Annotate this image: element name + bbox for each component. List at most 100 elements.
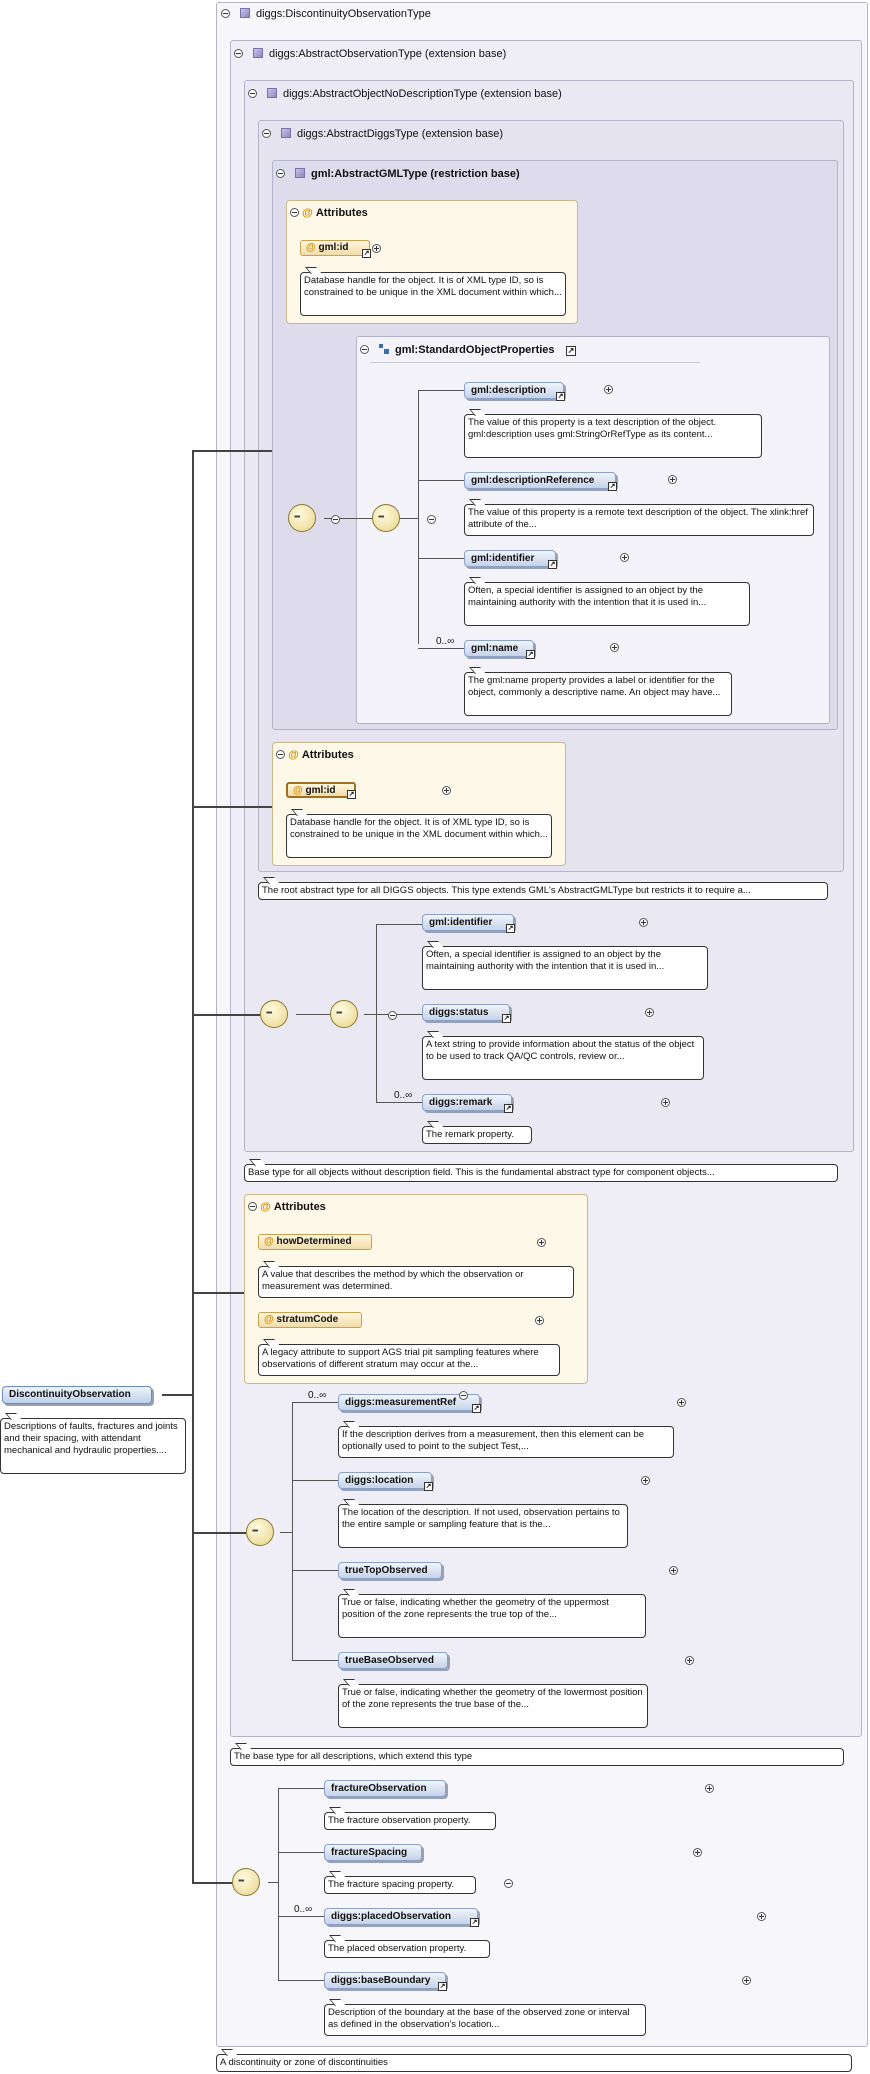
reference-arrow-icon[interactable]: ↗ — [556, 392, 565, 401]
connector — [398, 518, 418, 519]
reference-arrow-icon[interactable]: ↗ — [566, 346, 576, 356]
nodesc-element-gml-identifier[interactable]: gml:identifier↗ — [422, 914, 515, 933]
connector — [324, 518, 374, 519]
nodesc-doc-gml-identifier: Often, a special identifier is assigned … — [422, 946, 708, 990]
collapse-icon[interactable] — [427, 515, 437, 524]
reference-arrow-icon[interactable]: ↗ — [424, 1482, 433, 1491]
sequence-compositor-icon[interactable] — [260, 1000, 288, 1028]
sequence-compositor-icon[interactable] — [372, 504, 400, 532]
collapse-icon[interactable] — [331, 515, 341, 524]
sop-header: gml:StandardObjectProperties ↗ — [360, 343, 576, 357]
nodesc-element-diggs-status[interactable]: diggs:status↗ — [422, 1004, 511, 1023]
sop-element-gml-descriptionReference[interactable]: gml:descriptionReference↗ — [464, 472, 617, 491]
collapse-icon[interactable] — [290, 208, 299, 217]
reference-arrow-icon[interactable]: ↗ — [608, 482, 617, 491]
connector — [278, 1916, 324, 1917]
expand-icon[interactable] — [442, 786, 452, 795]
expand-icon[interactable] — [641, 1476, 651, 1485]
reference-arrow-icon[interactable]: ↗ — [548, 560, 557, 569]
disc-element-fractureSpacing[interactable]: fractureSpacing — [324, 1844, 422, 1861]
disc-element-fractureObservation[interactable]: fractureObservation — [324, 1780, 446, 1797]
sequence-compositor-icon[interactable] — [232, 1868, 260, 1896]
type-header-gml: gml:AbstractGMLType (restriction base) — [276, 167, 520, 181]
collapse-icon[interactable] — [458, 1391, 468, 1400]
expand-icon[interactable] — [644, 1008, 654, 1017]
collapse-icon[interactable] — [360, 345, 369, 354]
disc-element-baseBoundary[interactable]: diggs:baseBoundary↗ — [324, 1972, 447, 1991]
observation-doc-location: The location of the description. If not … — [338, 1504, 628, 1548]
collapse-icon[interactable] — [262, 129, 271, 138]
expand-icon[interactable] — [604, 385, 614, 394]
attribute-stratumCode[interactable]: @ stratumCode — [258, 1312, 362, 1328]
expand-icon[interactable] — [668, 475, 678, 484]
disc-element-placedObservation[interactable]: diggs:placedObservation↗ — [324, 1908, 479, 1927]
collapse-icon[interactable] — [234, 49, 243, 58]
observation-element-trueBaseObserved[interactable]: trueBaseObserved — [338, 1652, 448, 1669]
collapse-icon[interactable] — [276, 750, 285, 759]
gml-id-attribute[interactable]: @ gml:id↗ — [300, 240, 371, 258]
expand-icon[interactable] — [638, 918, 648, 927]
observation-element-trueTopObserved[interactable]: trueTopObserved — [338, 1562, 442, 1579]
collapse-icon[interactable] — [248, 1202, 257, 1211]
sop-doc-gml-descriptionReference: The value of this property is a remote t… — [464, 504, 814, 536]
reference-arrow-icon[interactable]: ↗ — [362, 249, 371, 258]
reference-arrow-icon[interactable]: ↗ — [438, 1982, 447, 1991]
at-icon: @ — [288, 749, 299, 761]
connector — [376, 1102, 422, 1103]
observation-doc-measurementRef: If the description derives from a measur… — [338, 1426, 674, 1458]
expand-icon[interactable] — [685, 1656, 695, 1665]
reference-arrow-icon[interactable]: ↗ — [506, 924, 515, 933]
reference-arrow-icon[interactable]: ↗ — [472, 1404, 481, 1413]
collapse-icon[interactable] — [276, 169, 285, 178]
expand-icon[interactable] — [677, 1398, 686, 1407]
observation-element-location[interactable]: diggs:location↗ — [338, 1472, 433, 1491]
reference-arrow-icon[interactable]: ↗ — [347, 790, 356, 799]
reference-arrow-icon[interactable]: ↗ — [504, 1104, 513, 1113]
at-icon: @ — [260, 1201, 271, 1213]
connector — [292, 1660, 338, 1661]
collapse-icon[interactable] — [504, 1879, 514, 1888]
attribute-howDetermined[interactable]: @ howDetermined — [258, 1234, 372, 1250]
collapse-icon[interactable] — [221, 9, 230, 18]
root-element-DiscontinuityObservation[interactable]: DiscontinuityObservation — [2, 1386, 152, 1404]
expand-icon[interactable] — [741, 1976, 751, 1985]
gml-attributes-header: @ Attributes — [290, 206, 368, 220]
sequence-compositor-icon[interactable] — [246, 1518, 274, 1546]
reference-arrow-icon[interactable]: ↗ — [526, 650, 535, 659]
expand-icon[interactable] — [757, 1912, 767, 1921]
connector — [292, 1402, 338, 1403]
expand-icon[interactable] — [372, 244, 381, 253]
reference-arrow-icon[interactable]: ↗ — [470, 1918, 479, 1927]
diggs-gml-id-doc: Database handle for the object. It is of… — [286, 814, 552, 858]
sop-element-gml-name[interactable]: gml:name↗ — [464, 640, 535, 659]
expand-icon[interactable] — [669, 1566, 679, 1575]
sequence-compositor-icon[interactable] — [330, 1000, 358, 1028]
at-icon: @ — [264, 1314, 274, 1325]
expand-icon[interactable] — [705, 1784, 715, 1793]
expand-icon[interactable] — [536, 1238, 546, 1247]
type-header-discontinuity: diggs:DiscontinuityObservationType — [221, 7, 431, 21]
expand-icon[interactable] — [620, 553, 630, 562]
sop-element-gml-description[interactable]: gml:description↗ — [464, 382, 565, 401]
observation-element-measurementRef[interactable]: diggs:measurementRef↗ — [338, 1394, 481, 1413]
trunk-connector — [192, 1882, 232, 1884]
nodesc-element-diggs-remark[interactable]: diggs:remark↗ — [422, 1094, 513, 1113]
trunk-connector — [192, 806, 272, 808]
disc-doc-fractureObservation: The fracture observation property. — [324, 1812, 496, 1830]
expand-icon[interactable] — [610, 643, 620, 652]
at-icon: @ — [302, 207, 313, 219]
reference-arrow-icon[interactable]: ↗ — [502, 1014, 511, 1023]
sop-element-gml-identifier[interactable]: gml:identifier↗ — [464, 550, 557, 569]
type-header-diggs: diggs:AbstractDiggsType (extension base) — [262, 127, 503, 141]
observation-doc-trueTopObserved: True or false, indicating whether the ge… — [338, 1594, 646, 1638]
collapse-icon[interactable] — [387, 1011, 397, 1020]
expand-icon[interactable] — [534, 1316, 544, 1325]
connector — [268, 1882, 278, 1883]
sequence-compositor-icon[interactable] — [288, 504, 316, 532]
expand-icon[interactable] — [693, 1848, 703, 1857]
sop-doc-gml-name: The gml:name property provides a label o… — [464, 672, 732, 716]
expand-icon[interactable] — [660, 1098, 670, 1107]
collapse-icon[interactable] — [248, 89, 257, 98]
complex-type-icon — [281, 128, 291, 138]
diggs-gml-id-attribute[interactable]: @ gml:id↗ — [286, 782, 356, 799]
